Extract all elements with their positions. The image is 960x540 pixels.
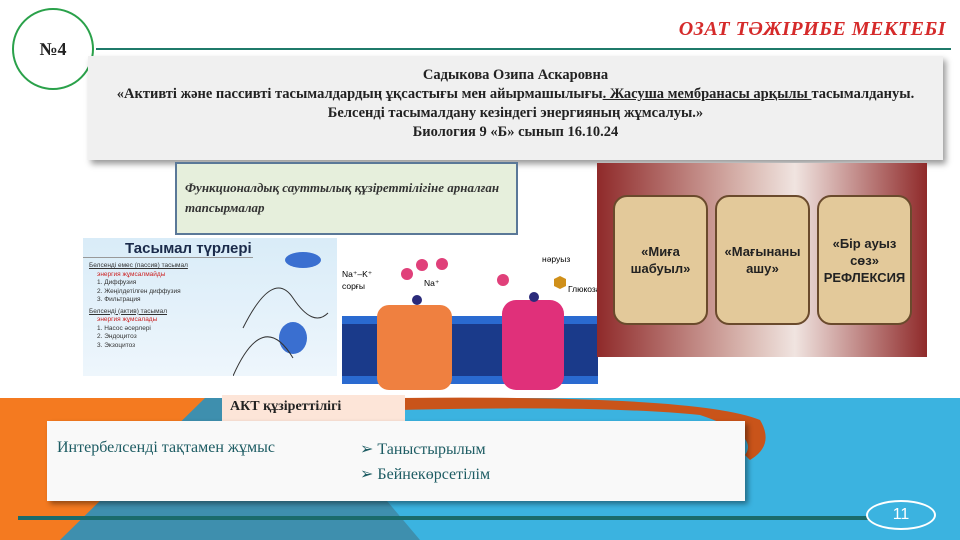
activity-box: Интербелсенді тақтамен жұмыс ➢ Таныстыры…	[47, 421, 745, 501]
methods-image: «Миға шабуыл» «Мағынаны ашу» «Бір ауыз с…	[597, 163, 927, 357]
school-title: ОЗАТ ТӘЖІРИБЕ МЕКТЕБІ	[678, 18, 946, 40]
hill-diagram	[233, 252, 329, 376]
transport-types-image: Тасымал түрлері Белсенді емес (пассив) т…	[83, 238, 337, 376]
page-number: 11	[866, 500, 936, 530]
lesson-title: «Активті және пассивті тасымалдардың ұқс…	[116, 86, 915, 121]
card-brainstorm: «Миға шабуыл»	[613, 195, 708, 325]
subject-line: Биология 9 «Б» сынып 16.10.24	[412, 124, 619, 140]
membrane-image: Na⁺–K⁺ сорғы Na⁺ нәруыз Глюкоза	[342, 240, 598, 394]
activity-item: ➢ Таныстырылым	[360, 441, 486, 458]
card-meaning: «Мағынаны ашу»	[715, 195, 810, 325]
slide-number-badge: №4	[12, 8, 94, 90]
task-box: Функционалдық сауттылық құзіреттілігіне …	[175, 162, 518, 235]
activity-lead: Интербелсенді тақтамен жұмыс	[57, 439, 275, 456]
lesson-header: Садыкова Озипа Аскаровна «Активті және п…	[88, 56, 943, 160]
activity-item: ➢ Бейнекөрсетілім	[360, 466, 491, 483]
author-name: Садыкова Озипа Аскаровна	[422, 67, 609, 83]
card-reflection: «Бір ауыз сөз» РЕФЛЕКСИЯ	[817, 195, 912, 325]
image-title: Тасымал түрлері	[83, 238, 253, 258]
akt-label: АКТ құзіреттілігі	[222, 395, 405, 425]
divider	[96, 48, 951, 50]
